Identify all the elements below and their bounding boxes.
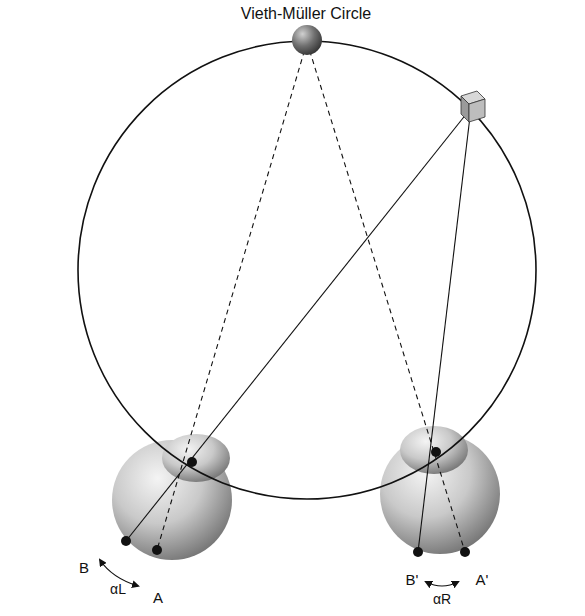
right-eye	[380, 426, 500, 554]
point-label: A	[153, 590, 163, 605]
ball-object	[292, 25, 322, 55]
angle-label: αR	[433, 592, 451, 606]
cube-object	[461, 91, 485, 122]
solid-sight-line	[418, 108, 471, 552]
dashed-sight-line	[307, 42, 465, 552]
point-label: B'	[406, 572, 419, 587]
left-eye	[112, 434, 232, 560]
title-label: Vieth-Müller Circle	[241, 6, 371, 22]
retinal-point	[413, 547, 423, 557]
angle-arrow	[426, 582, 458, 586]
retinal-point	[121, 536, 131, 546]
point-label: B	[79, 560, 89, 575]
point-label: A'	[476, 572, 489, 587]
nodal-point	[187, 457, 197, 467]
vieth-muller-circle	[78, 41, 536, 499]
retinal-point	[460, 547, 470, 557]
solid-sight-line	[126, 108, 471, 541]
angle-label: αL	[110, 582, 126, 596]
retinal-point	[152, 545, 162, 555]
nodal-point	[431, 447, 441, 457]
